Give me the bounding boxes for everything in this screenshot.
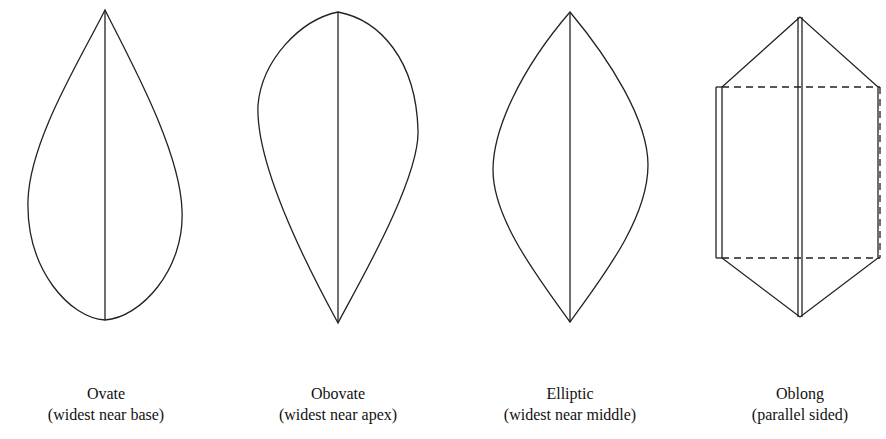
midrib — [337, 12, 338, 323]
shape-name: Obovate — [311, 384, 365, 404]
shape-description: (parallel sided) — [752, 405, 848, 425]
midrib — [569, 12, 570, 322]
rectangle-side — [716, 257, 722, 258]
rectangle-side — [716, 86, 722, 87]
shape-name: Ovate — [87, 384, 125, 404]
shape-description: (widest near middle) — [504, 405, 636, 425]
dashed-guide — [879, 87, 880, 258]
shape-name: Elliptic — [546, 384, 593, 404]
dashed-guide — [722, 86, 880, 87]
dashed-guide — [722, 257, 880, 258]
shape-name: Oblong — [776, 384, 824, 404]
midrib — [797, 17, 798, 317]
shape-description: (widest near apex) — [279, 405, 397, 425]
elliptic-leaf — [493, 12, 648, 322]
midrib — [104, 10, 105, 320]
shape-description: (widest near base) — [48, 405, 164, 425]
ovate-leaf — [28, 10, 182, 320]
oblong-leaf — [722, 17, 878, 317]
obovate-leaf — [258, 12, 418, 323]
rectangle-side — [715, 87, 716, 258]
midrib — [801, 17, 802, 317]
